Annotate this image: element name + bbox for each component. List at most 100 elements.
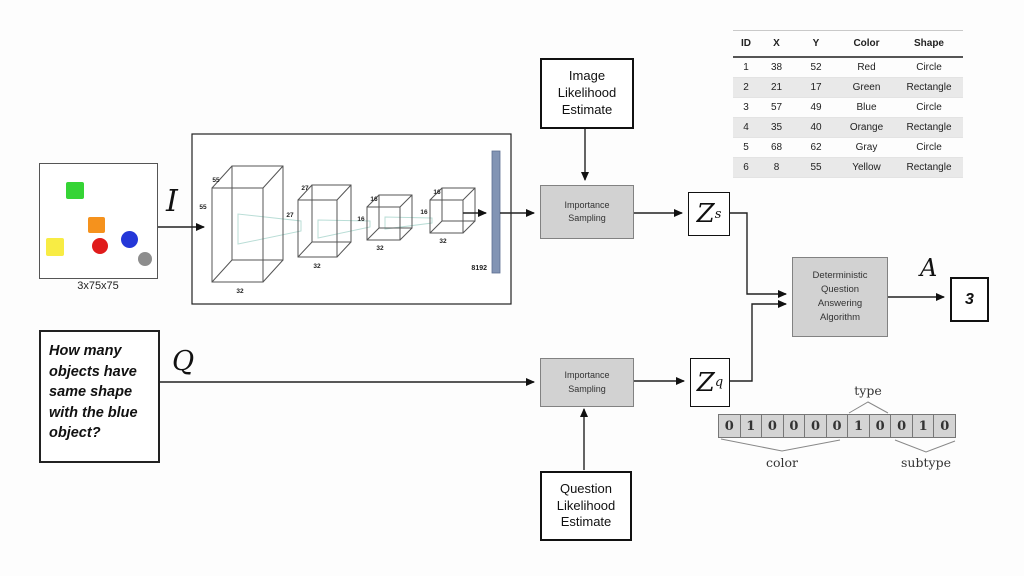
col-header-y: Y bbox=[812, 38, 820, 49]
orange-square bbox=[88, 217, 105, 233]
answer-value: 3 bbox=[965, 290, 974, 308]
gray-circle bbox=[138, 252, 152, 266]
cell: 62 bbox=[810, 142, 822, 153]
cell: 68 bbox=[770, 142, 783, 153]
bit-cell: 0 bbox=[826, 414, 849, 438]
question-variable-label: Q bbox=[172, 346, 195, 377]
cnn-container-box bbox=[191, 133, 512, 305]
bit-cell: 0 bbox=[762, 414, 784, 438]
bit-cell: 1 bbox=[912, 414, 935, 438]
flatten-dim-label: 8192 bbox=[471, 265, 487, 272]
conv-frustum-2 bbox=[317, 219, 371, 239]
bit-cell: 0 bbox=[783, 414, 806, 438]
cell: 21 bbox=[770, 82, 783, 93]
cell: Blue bbox=[856, 102, 877, 113]
cell: 2 bbox=[743, 82, 749, 93]
cube1-dim-bottom: 32 bbox=[236, 288, 244, 295]
cell: 5 bbox=[743, 142, 749, 153]
answer-variable-label: A bbox=[920, 254, 938, 282]
bit-cell: 0 bbox=[869, 414, 892, 438]
table-row: 3 57 49 Blue Circle bbox=[733, 98, 963, 118]
wire-zs-to-deterministic bbox=[728, 212, 787, 298]
bit-cell: 1 bbox=[740, 414, 763, 438]
cell: 55 bbox=[810, 162, 822, 173]
question-text: How many objects have same shape with th… bbox=[49, 343, 138, 442]
vector-type-label: type bbox=[854, 383, 882, 398]
cell: Circle bbox=[916, 62, 942, 73]
col-header-x: X bbox=[773, 38, 780, 49]
input-image-panel bbox=[39, 163, 158, 279]
question-likelihood-estimate-box: Question Likelihood Estimate bbox=[540, 471, 632, 541]
table-row: 4 35 40 Orange Rectangle bbox=[733, 118, 963, 138]
brace-subtype bbox=[894, 439, 956, 453]
brace-type bbox=[848, 401, 889, 414]
cell: Gray bbox=[855, 142, 878, 153]
cell: 17 bbox=[810, 82, 822, 93]
blue-circle bbox=[121, 231, 138, 248]
cell: 8 bbox=[773, 162, 780, 173]
table-header-row: ID X Y Color Shape bbox=[733, 31, 963, 58]
cell: 1 bbox=[743, 62, 749, 73]
cell: Rectangle bbox=[906, 162, 952, 173]
cell: 52 bbox=[810, 62, 822, 73]
importance-sampling-question-box: Importance Sampling bbox=[540, 358, 634, 407]
cell: 49 bbox=[810, 102, 822, 113]
conv-cube-2: 27 27 32 bbox=[286, 184, 352, 270]
table-row: 1 38 52 Red Circle bbox=[733, 58, 963, 78]
cell: Orange bbox=[849, 122, 884, 133]
image-likelihood-estimate-box: Image Likelihood Estimate bbox=[540, 58, 634, 129]
image-variable-label: I bbox=[166, 184, 178, 219]
cell: 4 bbox=[743, 122, 749, 133]
cell: Circle bbox=[916, 102, 942, 113]
conv-cube-3: 16 16 32 bbox=[357, 194, 413, 252]
cell: Yellow bbox=[852, 162, 881, 173]
conv-frustum-3 bbox=[384, 216, 433, 230]
table-row: 6 8 55 Yellow Rectangle bbox=[733, 158, 963, 178]
importance-sampling-image-label: Importance Sampling bbox=[564, 199, 610, 224]
green-square bbox=[66, 182, 84, 199]
wire-zq-to-deterministic bbox=[728, 300, 787, 382]
yellow-square bbox=[46, 238, 64, 256]
cube3-dim-side: 16 bbox=[357, 216, 365, 223]
zs-symbol: Z bbox=[696, 199, 715, 229]
scene-objects-table: ID X Y Color Shape 1 38 52 Red Circle 2 … bbox=[733, 30, 963, 178]
cube2-dim-top: 27 bbox=[301, 185, 309, 192]
brace-color bbox=[720, 438, 841, 452]
col-header-color: Color bbox=[853, 38, 880, 49]
zq-symbol: Z bbox=[696, 367, 715, 398]
bit-cell: 0 bbox=[718, 414, 741, 438]
cell: Green bbox=[852, 82, 881, 93]
cube4-dim-bottom: 32 bbox=[439, 238, 447, 245]
cube3-dim-top: 16 bbox=[370, 196, 378, 203]
table-row: 2 21 17 Green Rectangle bbox=[733, 78, 963, 98]
image-size-caption: 3x75x75 bbox=[77, 280, 119, 292]
question-encoding-vector: 0 1 0 0 0 0 1 0 0 1 0 bbox=[718, 414, 957, 438]
cell: 3 bbox=[743, 102, 749, 113]
flatten-bar bbox=[491, 150, 501, 274]
red-circle bbox=[92, 238, 108, 254]
cell: 57 bbox=[770, 102, 783, 113]
cell: 6 bbox=[743, 162, 749, 173]
bit-cell: 0 bbox=[934, 414, 957, 438]
cell: 40 bbox=[810, 122, 822, 133]
zq-subscript: q bbox=[714, 375, 724, 390]
cell: Rectangle bbox=[906, 122, 952, 133]
deterministic-qa-box: Deterministic Question Answering Algorit… bbox=[792, 257, 888, 337]
vector-color-label: color bbox=[765, 455, 799, 470]
cube2-dim-bottom: 32 bbox=[313, 263, 321, 270]
cell: 38 bbox=[770, 62, 783, 73]
cell: Red bbox=[857, 62, 876, 73]
question-likelihood-estimate-label: Question Likelihood Estimate bbox=[556, 480, 616, 530]
conv-frustum-1 bbox=[237, 213, 302, 245]
bit-cell: 0 bbox=[891, 414, 913, 438]
col-header-shape: Shape bbox=[913, 38, 944, 49]
cube3-dim-bottom: 32 bbox=[376, 245, 384, 252]
cube4-dim-side: 16 bbox=[420, 209, 428, 216]
cube4-dim-top: 16 bbox=[433, 189, 441, 196]
table-row: 5 68 62 Gray Circle bbox=[733, 138, 963, 158]
cube2-dim-side: 27 bbox=[286, 212, 294, 219]
bit-cell: 0 bbox=[805, 414, 827, 438]
